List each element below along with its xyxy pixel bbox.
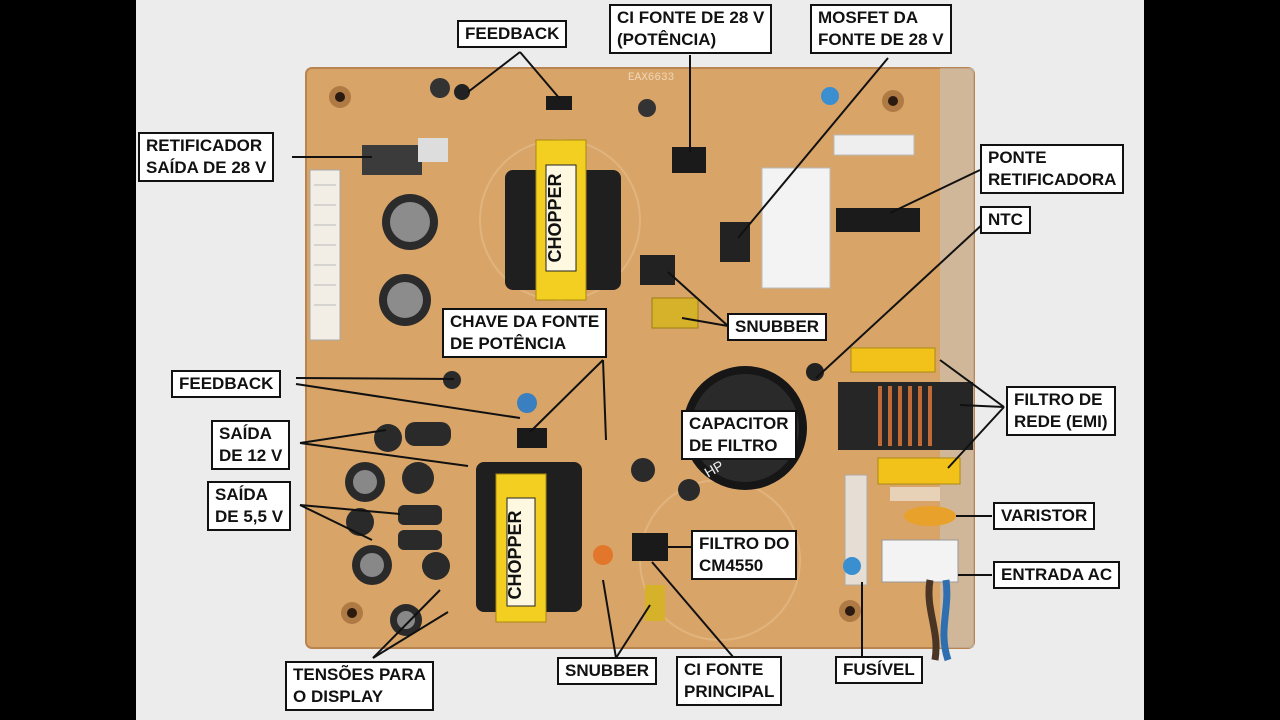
label-tensoes-display-line1: TENSÕES PARA <box>293 665 426 684</box>
label-saida-12v-line2: DE 12 V <box>219 446 283 465</box>
label-chave-fonte-line1: CHAVE DA FONTE <box>450 312 600 331</box>
left-black-bar <box>0 0 136 720</box>
right-black-bar <box>1144 0 1280 720</box>
label-saida-12v: SAÍDA DE 12 V <box>211 420 291 470</box>
capacitors-28v <box>379 194 438 326</box>
leader-lines <box>292 51 1005 659</box>
label-ponte-retificadora-line1: PONTE <box>988 148 1047 167</box>
transformer-bottom <box>476 462 582 623</box>
label-capacitor-filtro: CAPACITOR DE FILTRO <box>681 410 797 460</box>
label-mosfet-28v-line2: FONTE DE 28 V <box>818 30 944 49</box>
retificador-component <box>362 145 422 175</box>
label-capacitor-filtro-line2: DE FILTRO <box>689 436 778 455</box>
label-retificador-28v-line2: SAÍDA DE 28 V <box>146 158 267 177</box>
label-ponte-retificadora: PONTE RETIFICADORA <box>980 144 1125 194</box>
label-chave-fonte: CHAVE DA FONTE DE POTÊNCIA <box>442 308 608 358</box>
label-saida-5v5-line1: SAÍDA <box>215 485 268 504</box>
label-entrada-ac: ENTRADA AC <box>993 561 1121 589</box>
label-filtro-cm4550-line2: CM4550 <box>699 556 764 575</box>
chopper-bottom-label: CHOPPER <box>505 510 525 599</box>
ci-principal-chip <box>632 533 668 561</box>
output-connector <box>309 169 341 341</box>
label-fusivel-text: FUSÍVEL <box>843 660 915 679</box>
label-filtro-rede: FILTRO DE REDE (EMI) <box>1006 386 1116 436</box>
emi-filter <box>838 347 973 485</box>
label-capacitor-filtro-line1: CAPACITOR <box>689 414 789 433</box>
label-filtro-cm4550-line1: FILTRO DO <box>699 534 790 553</box>
label-ci-fonte-principal: CI FONTE PRINCIPAL <box>676 656 783 706</box>
label-feedback-left-text: FEEDBACK <box>179 374 274 393</box>
label-ci-fonte-principal-line2: PRINCIPAL <box>684 682 775 701</box>
label-ponte-retificadora-line2: RETIFICADORA <box>988 170 1117 189</box>
label-tensoes-display: TENSÕES PARA O DISPLAY <box>285 661 434 711</box>
silk-code: EAX6633 <box>628 72 674 84</box>
label-tensoes-display-line2: O DISPLAY <box>293 687 384 706</box>
optocoupler <box>517 428 547 448</box>
label-filtro-cm4550: FILTRO DO CM4550 <box>691 530 798 580</box>
label-feedback-top: FEEDBACK <box>457 20 568 48</box>
label-varistor-text: VARISTOR <box>1001 506 1088 525</box>
label-filtro-rede-line1: FILTRO DE <box>1014 390 1103 409</box>
label-snubber-mid-text: SNUBBER <box>735 317 820 336</box>
label-snubber-bottom: SNUBBER <box>557 657 658 685</box>
label-ntc: NTC <box>980 206 1031 234</box>
label-ci-fonte-28v-line1: CI FONTE DE 28 V <box>617 8 765 27</box>
varistor-component <box>904 506 956 526</box>
label-retificador-28v-line1: RETIFICADOR <box>146 136 263 155</box>
label-retificador-28v: RETIFICADOR SAÍDA DE 28 V <box>138 132 275 182</box>
label-entrada-ac-text: ENTRADA AC <box>1001 565 1113 584</box>
label-saida-5v5-line2: DE 5,5 V <box>215 507 284 526</box>
label-chave-fonte-line2: DE POTÊNCIA <box>450 334 567 353</box>
label-snubber-mid: SNUBBER <box>727 313 828 341</box>
heatsink <box>761 167 831 289</box>
label-saida-5v5: SAÍDA DE 5,5 V <box>207 481 292 531</box>
label-ntc-text: NTC <box>988 210 1023 229</box>
ntc-component <box>806 363 824 381</box>
chopper-top-label: CHOPPER <box>545 173 565 262</box>
ac-input-connector <box>881 539 959 583</box>
label-filtro-rede-line2: REDE (EMI) <box>1014 412 1108 431</box>
label-snubber-bottom-text: SNUBBER <box>565 661 650 680</box>
label-varistor: VARISTOR <box>993 502 1096 530</box>
bridge-rectifier <box>836 208 920 232</box>
output-capacitors <box>345 84 572 636</box>
label-fusivel: FUSÍVEL <box>835 656 923 684</box>
label-ci-fonte-principal-line1: CI FONTE <box>684 660 764 679</box>
transformer-top <box>505 139 621 301</box>
label-feedback-left: FEEDBACK <box>171 370 282 398</box>
label-mosfet-28v-line1: MOSFET DA <box>818 8 919 27</box>
label-mosfet-28v: MOSFET DA FONTE DE 28 V <box>810 4 952 54</box>
label-ci-fonte-28v-line2: (POTÊNCIA) <box>617 30 717 49</box>
label-ci-fonte-28v: CI FONTE DE 28 V (POTÊNCIA) <box>609 4 773 54</box>
label-feedback-top-text: FEEDBACK <box>465 24 560 43</box>
label-saida-12v-line1: SAÍDA <box>219 424 272 443</box>
